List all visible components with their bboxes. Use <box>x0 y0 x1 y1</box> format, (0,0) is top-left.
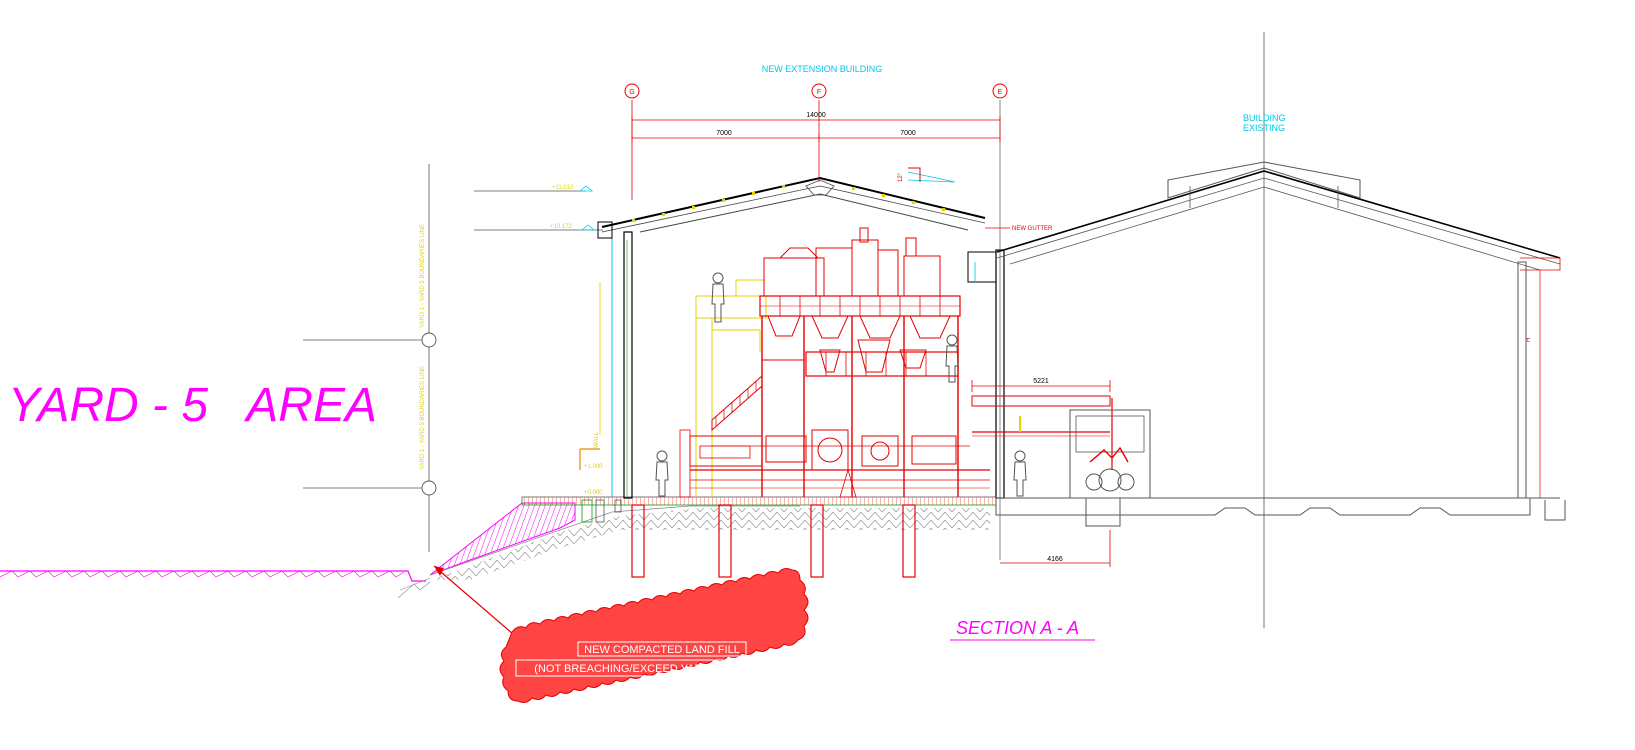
level-mid: +1.000 <box>584 464 603 470</box>
grid-label-g: G <box>629 89 634 96</box>
level-eave: +10.172 <box>550 224 573 230</box>
dimension-left-half: 7000 <box>716 130 732 137</box>
dimension-overall: 14000 <box>806 112 826 119</box>
gutter-label: NEW GUTTER <box>1012 226 1053 232</box>
new-building-title: NEW EXTENSION BUILDING <box>762 64 883 74</box>
existing-building <box>995 32 1566 628</box>
existing-building-label-line2: EXISTING <box>1243 123 1285 133</box>
height-mark: H <box>1526 338 1532 342</box>
area-label: YARD - 5 AREA <box>8 379 377 432</box>
grid-label-e: E <box>998 89 1003 96</box>
level-ground: +0.000 <box>584 490 603 496</box>
level-ridge: +11.010 <box>552 185 574 191</box>
boundary-label-lower: YARD 1 - YARD 5 BOUNDARIES LINE <box>420 366 426 470</box>
callout-line-1: NEW COMPACTED LAND FILL <box>584 644 740 656</box>
people <box>655 272 1027 497</box>
dimension-right-half: 7000 <box>900 130 916 137</box>
slope-label: 12° <box>898 172 904 182</box>
dimension-pit: 4166 <box>1047 556 1063 563</box>
grid-label-f: F <box>817 89 821 96</box>
section-title: SECTION A - A <box>956 618 1079 638</box>
dimension-conveyor: 5221 <box>1033 378 1049 385</box>
plant-equipment <box>599 227 1151 499</box>
wall-label: WALL <box>594 431 600 448</box>
grid-dimensions <box>624 83 1111 567</box>
landfill-callout <box>433 565 835 703</box>
boundary-lines <box>303 164 437 552</box>
boundary-label-upper: YARD 1 - YARD 5 BOUNDARIES LINE <box>420 224 426 328</box>
terrain <box>0 496 997 599</box>
callout-line-2: (NOT BREACHING/EXCEED YARD 1 BOUNDARY LI… <box>534 663 815 675</box>
existing-building-label-line1: BUILDING <box>1243 113 1286 123</box>
